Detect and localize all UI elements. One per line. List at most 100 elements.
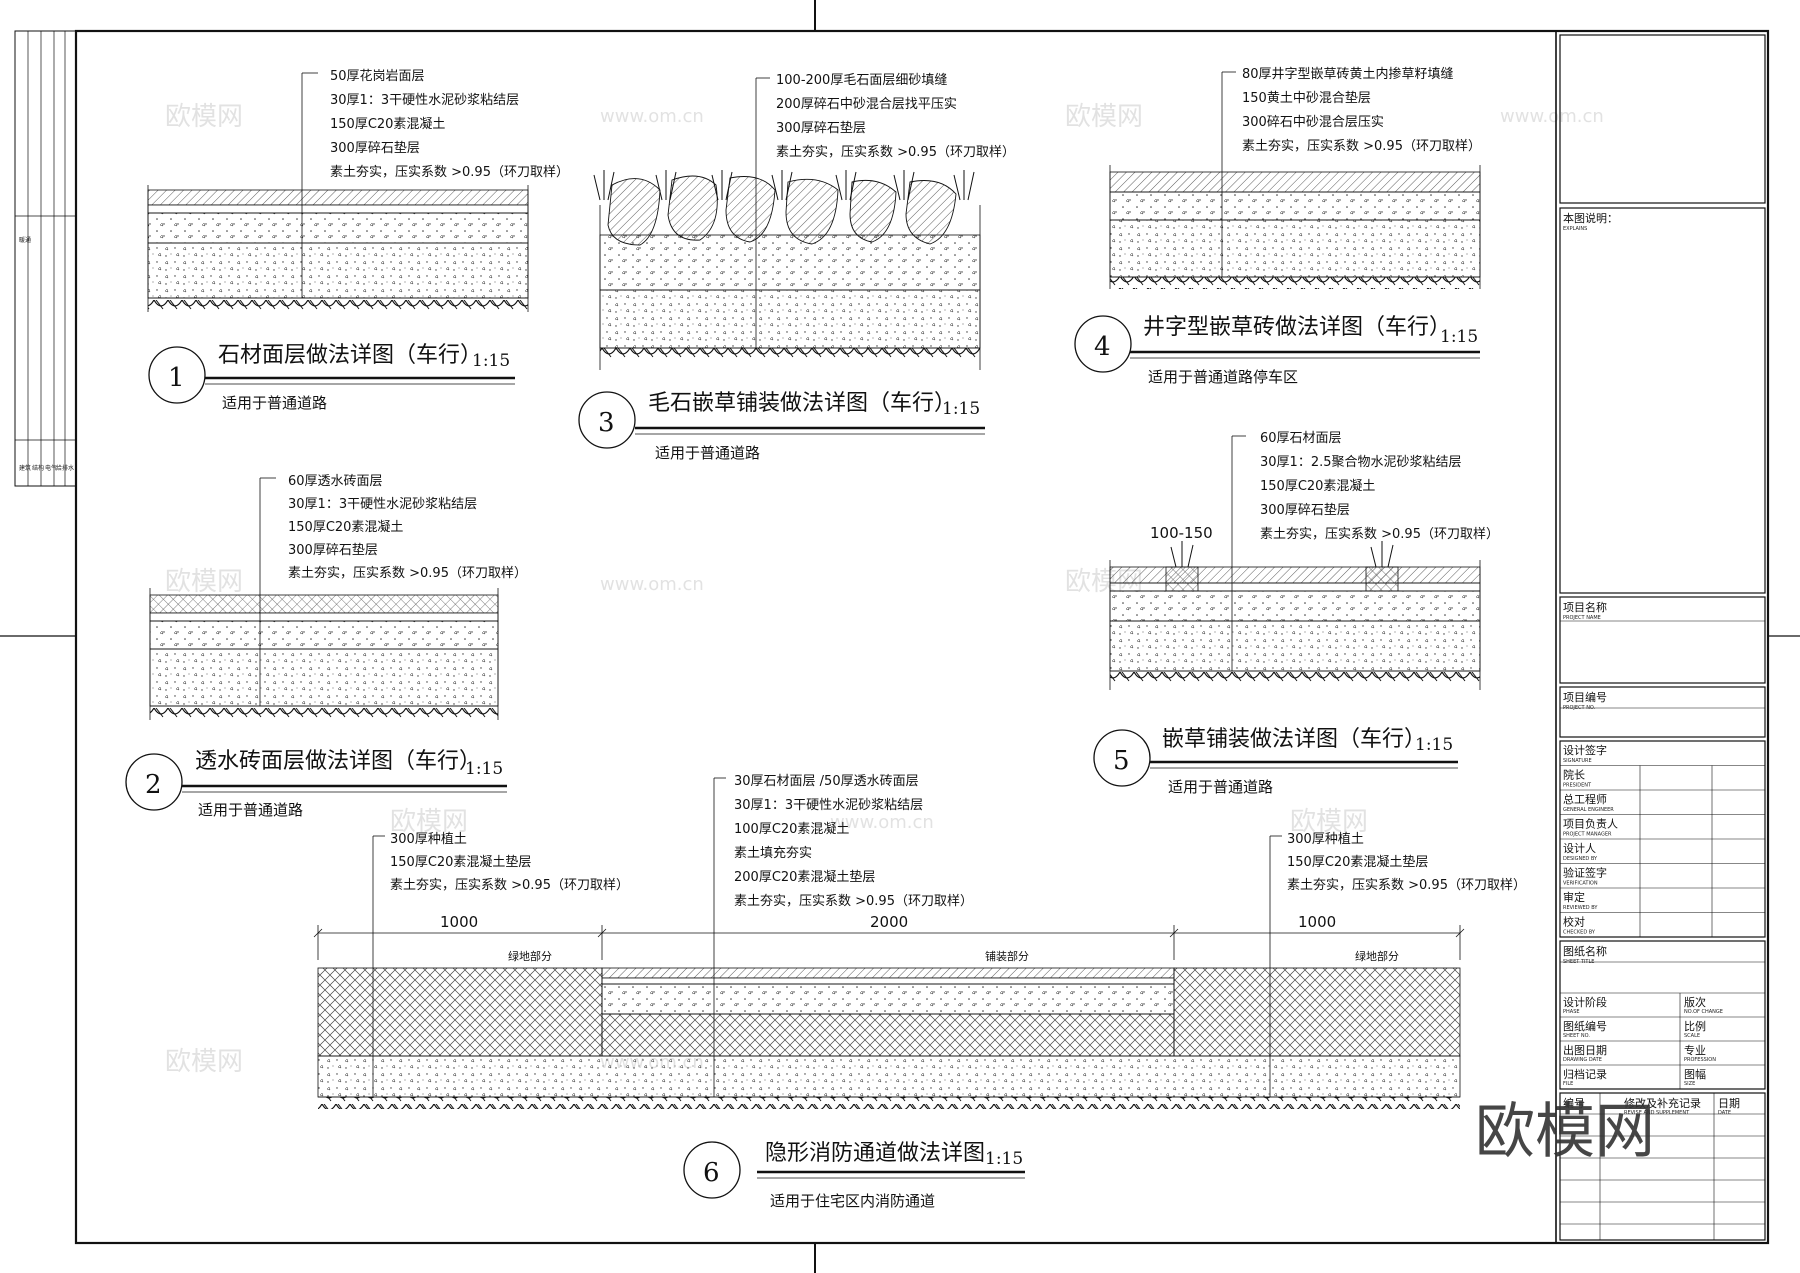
left-strip-label: 给排水 — [56, 464, 74, 472]
signature-row-label-en: GENERAL ENGINEER — [1563, 807, 1614, 813]
signature-row-label-en: VERIFICATION — [1563, 881, 1598, 887]
layer-notes: 60厚透水砖面层 30厚1：3干硬性水泥砂浆粘结层 150厚C20素混凝土 30… — [288, 474, 527, 581]
explain-label: 本图说明： — [1563, 211, 1618, 225]
project-name-label-en: PROJECT NAME — [1563, 615, 1601, 621]
detail-1: 50厚花岗岩面层 30厚1：3干硬性水泥砂浆粘结层 150厚C20素混凝土 30… — [147, 68, 569, 412]
revision-grid — [1560, 1093, 1765, 1240]
detail-title: 井字型嵌草砖做法详图（车行） — [1143, 315, 1451, 340]
layer-notes-left: 300厚种植土 150厚C20素混凝土垫层 素土夯实，压实系数 >0.95（环刀… — [390, 832, 629, 893]
section-layers — [147, 185, 529, 312]
detail-number-circle — [148, 346, 206, 404]
detail-number-circle — [578, 391, 636, 449]
layer-note: 素土夯实，压实系数 >0.95（环刀取样） — [1287, 878, 1526, 893]
grass-tufts — [593, 170, 975, 201]
explain-label-en: EXPLAINS — [1563, 226, 1587, 232]
info-row-cn2-label: 专业 — [1684, 1043, 1706, 1057]
signature-row-label: 项目负责人 — [1563, 817, 1618, 831]
dimension-label: 1000 — [1298, 913, 1336, 931]
layer-notes: 50厚花岗岩面层 30厚1：3干硬性水泥砂浆粘结层 150厚C20素混凝土 30… — [330, 68, 569, 180]
detail-5: 100-150 60厚石材面层 30厚1：2.5聚合物水泥砂浆粘结层 150厚C… — [1093, 431, 1499, 796]
grass-tufts — [1170, 541, 1394, 568]
layer-note: 素土夯实，压实系数 >0.95（环刀取样） — [734, 894, 973, 909]
layer-note: 素土夯实，压实系数 >0.95（环刀取样） — [1260, 527, 1499, 542]
detail-2: 60厚透水砖面层 30厚1：3干硬性水泥砂浆粘结层 150厚C20素混凝土 30… — [125, 474, 527, 819]
revision-label-en: REVISE AND SUPPLEMENT — [1624, 1110, 1690, 1116]
watermark: 欧模网 — [390, 807, 468, 837]
detail-title: 隐形消防通道做法详图 — [765, 1141, 985, 1166]
signature-row-label: 设计签字 — [1563, 743, 1607, 757]
signature-row-label: 总工程师 — [1563, 792, 1607, 806]
title-block — [1555, 31, 1766, 1243]
layer-leader — [755, 77, 770, 348]
dimension-label: 1000 — [440, 913, 478, 931]
project-no-label: 项目编号 — [1563, 690, 1607, 704]
detail-title: 毛石嵌草铺装做法详图（车行） — [648, 391, 956, 416]
left-strip-label: 结构 — [32, 464, 44, 472]
layer-note: 200厚碎石中砂混合层找平压实 — [776, 97, 957, 112]
detail-3: 100-200厚毛石面层细砂填缝 200厚碎石中砂混合层找平压实 300厚碎石垫… — [578, 73, 1015, 462]
layer-note: 素土夯实，压实系数 >0.95（环刀取样） — [330, 165, 569, 180]
title-block-text: 本图说明： EXPLAINS 项目名称 PROJECT NAME 项目编号 PR… — [1563, 211, 1740, 1116]
detail-number: 1 — [168, 363, 185, 393]
info-row-en2-label: SIZE — [1684, 1081, 1695, 1087]
info-row-en-label: SHEET NO. — [1563, 1033, 1590, 1039]
layer-notes-right: 300厚种植土 150厚C20素混凝土垫层 素土夯实，压实系数 >0.95（环刀… — [1287, 832, 1526, 893]
layer-note: 100厚C20素混凝土 — [734, 821, 849, 837]
watermark: 欧模网 — [165, 1047, 243, 1077]
watermark-url: www.om.cn — [1500, 106, 1604, 127]
section-layers — [1109, 560, 1481, 690]
info-row-cn-label: 设计阶段 — [1563, 995, 1607, 1009]
info-grid — [1560, 993, 1765, 1089]
layer-note: 素土夯实，压实系数 >0.95（环刀取样） — [1242, 139, 1481, 154]
signature-row-label-en: PROJECT MANAGER — [1563, 832, 1612, 838]
detail-title: 石材面层做法详图（车行） — [218, 343, 482, 368]
layer-note: 素土夯实，压实系数 >0.95（环刀取样） — [288, 566, 527, 581]
layer-note: 30厚石材面层 /50厚透水砖面层 — [734, 774, 919, 789]
layer-note: 150厚C20素混凝土 — [1260, 478, 1375, 494]
rubble-stones — [607, 175, 957, 246]
revision-number-label: 编号 — [1563, 1096, 1585, 1110]
layer-leader — [1231, 435, 1246, 671]
detail-number: 2 — [145, 770, 162, 800]
info-row-cn2-label: 图幅 — [1684, 1068, 1706, 1081]
layer-note: 30厚1：3干硬性水泥砂浆粘结层 — [288, 497, 477, 512]
layer-note: 200厚C20素混凝土垫层 — [734, 869, 875, 885]
watermark-url: www.om.cn — [600, 574, 704, 595]
layer-note: 30厚1：3干硬性水泥砂浆粘结层 — [734, 798, 923, 813]
signature-row-label: 校对 — [1563, 915, 1585, 929]
info-row-en-label: DRAWING DATE — [1563, 1057, 1602, 1063]
detail-subtitle: 适用于普通道路 — [1168, 778, 1273, 796]
revision-date-label: 日期 — [1718, 1097, 1740, 1110]
detail-scale: 1:15 — [942, 399, 980, 419]
section-layers — [1109, 165, 1481, 289]
layer-notes: 80厚井字型嵌草砖黄土内掺草籽填缝 150黄土中砂混合垫层 300碎石中砂混合层… — [1242, 66, 1481, 154]
detail-subtitle: 适用于普通道路 — [198, 801, 303, 819]
brand-watermark: 欧模网 — [1475, 1097, 1655, 1167]
layer-note: 素土夯实，压实系数 >0.95（环刀取样） — [776, 145, 1015, 160]
section-layers — [599, 205, 981, 370]
info-row-en2-label: SCALE — [1684, 1033, 1700, 1039]
detail-number: 3 — [598, 408, 615, 438]
section-layers — [317, 967, 1461, 1109]
sheet-title-label-en: SHEET TITLE — [1563, 959, 1594, 965]
zone-label: 绿地部分 — [508, 949, 552, 963]
left-strip-label: 电气 — [45, 464, 57, 472]
layer-note: 60厚石材面层 — [1260, 431, 1342, 446]
layer-note: 150厚C20素混凝土 — [288, 519, 403, 535]
detail-subtitle: 适用于普通道路 — [222, 394, 327, 412]
signature-row-label: 审定 — [1563, 890, 1585, 904]
detail-number: 4 — [1094, 332, 1111, 362]
signature-row-label-en: DESIGNED BY — [1563, 856, 1598, 862]
info-row-en2-label: NO.OF CHANGE — [1684, 1009, 1723, 1015]
project-name-label: 项目名称 — [1563, 600, 1607, 614]
layer-note: 150黄土中砂混合垫层 — [1242, 90, 1371, 106]
layer-note: 300厚碎石垫层 — [776, 120, 866, 136]
left-strip-labels: 建筑 结构 给排水 电气 暖通 — [19, 236, 74, 472]
detail-scale: 1:15 — [472, 351, 510, 371]
signature-row-label: 院长 — [1563, 768, 1585, 782]
layer-notes-mid: 30厚石材面层 /50厚透水砖面层 30厚1：3干硬性水泥砂浆粘结层 100厚C… — [734, 774, 973, 909]
